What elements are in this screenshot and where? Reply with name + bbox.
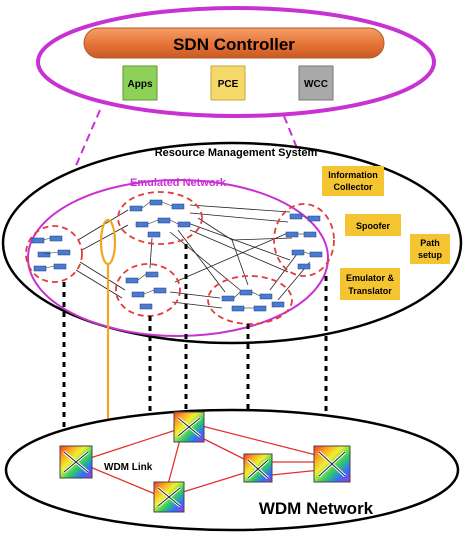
- emulated-node-cluster-3: [115, 263, 181, 317]
- emulator-line2: Translator: [348, 286, 392, 296]
- pce-box: [210, 65, 246, 101]
- sdn-controller-group: SDN Controller Apps PCE WCC: [36, 6, 436, 118]
- wdm-node-5: [313, 445, 351, 483]
- emulated-node-cluster-2: [117, 191, 203, 245]
- spoofer-label: Spoofer: [356, 221, 390, 231]
- rms-title: Resource Management System: [155, 147, 318, 159]
- wcc-label: WCC: [304, 79, 328, 90]
- info-collector-line1: Information: [328, 170, 378, 180]
- apps-box: [122, 65, 158, 101]
- wdm-link-label: WDM Link: [104, 462, 153, 473]
- emulated-network-title: Emulated Network: [130, 177, 227, 189]
- spoofer-box: [345, 214, 401, 236]
- sdn-controller-bar: [83, 27, 385, 59]
- path-setup-line2: setup: [418, 250, 443, 260]
- emulated-network-ellipse: [27, 179, 329, 337]
- wdm-network-ellipse: [4, 408, 460, 532]
- spoofer-box-group: Spoofer: [345, 214, 401, 236]
- info-collector-box: [322, 166, 384, 196]
- emulator-line1: Emulator &: [346, 273, 395, 283]
- emulator-box: [340, 268, 400, 300]
- mini-switch-links: [43, 201, 311, 309]
- wdm-node-4: [243, 453, 273, 483]
- info-collector-box-group: Information Collector: [322, 166, 384, 196]
- emulated-node-cluster-4: [207, 275, 293, 325]
- emulated-node-cluster-5: [273, 203, 335, 277]
- path-setup-line1: Path: [420, 238, 440, 248]
- wdm-network-label: WDM Network: [259, 499, 374, 518]
- mini-switches: [31, 199, 323, 312]
- wdm-node-1: [59, 445, 93, 479]
- path-setup-box: [410, 234, 450, 264]
- wcc-box: [298, 65, 334, 101]
- sdn-controller-title: SDN Controller: [173, 35, 295, 54]
- apps-label: Apps: [128, 79, 153, 90]
- pce-label: PCE: [218, 79, 239, 90]
- wdm-node-3: [153, 481, 185, 513]
- path-setup-box-group: Path setup: [410, 234, 450, 264]
- emulated-node-cluster-1: [25, 225, 83, 283]
- emulator-box-group: Emulator & Translator: [340, 268, 400, 300]
- info-collector-line2: Collector: [333, 182, 373, 192]
- wdm-node-2: [173, 411, 205, 443]
